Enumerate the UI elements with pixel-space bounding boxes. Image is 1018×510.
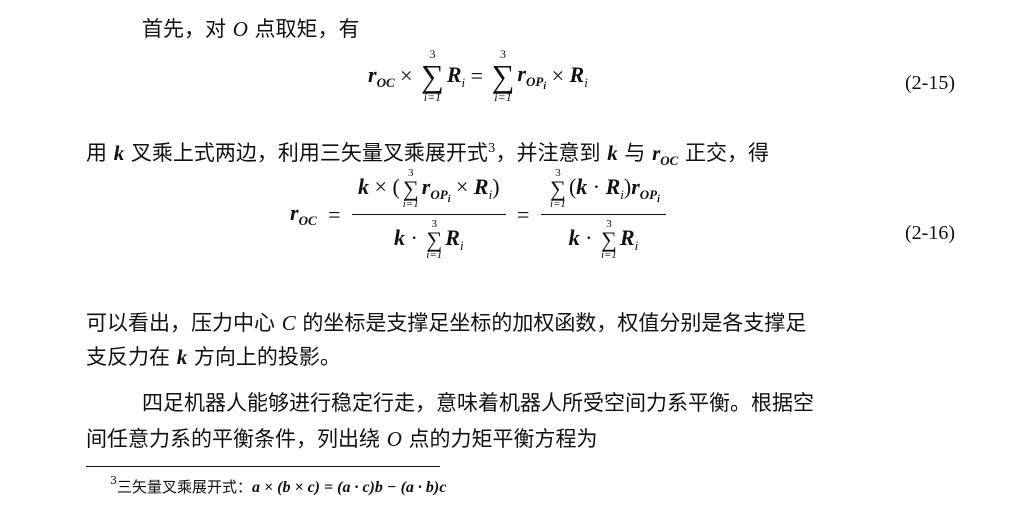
math-symbol-O: O [232,17,248,41]
paragraph-balance-2: 间任意力系的平衡条件，列出绕 O 点的力矩平衡方程为 [86,427,598,451]
paragraph-pressure-center-2: 支反力在 k 方向上的投影。 [86,345,341,369]
subscript-OC: OC [376,74,395,90]
times-sign: × [400,63,413,88]
paragraph-cross-product: 用 k 叉乘上式两边，利用三矢量叉乘展开式3，并注意到 k 与 rOC 正交，得 [86,141,769,168]
vec-R: R [446,61,462,87]
vec-r: r [368,61,377,87]
paragraph-intro: 首先，对 O 点取矩，有 [142,14,360,44]
footnote-rule [86,466,440,467]
summation: 3∑i=1 [491,47,515,104]
footnote: 3三矢量叉乘展开式：a × (b × c) = (a · c)b − (a · … [110,474,447,496]
equation-number: (2-16) [905,222,955,244]
equation-number: (2-15) [905,72,955,94]
paragraph-balance-1: 四足机器人能够进行稳定行走，意味着机器人所受空间力系平衡。根据空 [142,391,814,415]
text-span: 点取矩，有 [247,17,360,41]
footnote-mark: 3 [487,141,496,155]
text-span: 首先，对 [142,17,233,41]
equals-sign: = [470,63,484,88]
summation: 3∑i=1 [421,47,444,104]
footnote-formula: a × (b × c) = (a · c)b − (a · b)c [252,479,447,496]
paragraph-pressure-center-1: 可以看出，压力中心 C 的坐标是支撑足坐标的加权函数，权值分别是各支撑足 [86,311,807,335]
